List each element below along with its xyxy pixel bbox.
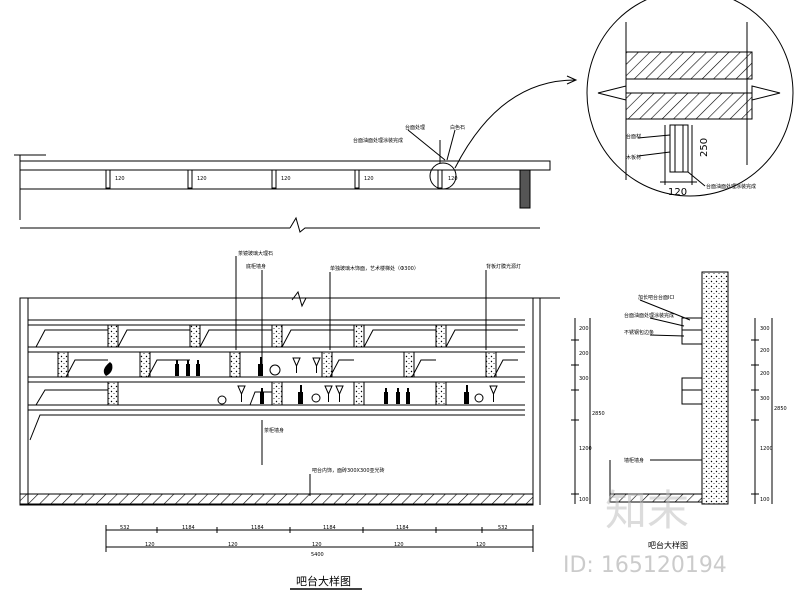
plan-dims: 120 120 120 120 120 <box>115 176 458 182</box>
watermark-id: ID: 165120194 <box>563 553 727 578</box>
front-elevation: 茶镜玻璃大理石 底柜墙身 单独玻璃木饰面，艺术楼梯处（Ф300） 背板灯膜光源灯… <box>19 250 560 558</box>
svg-text:吧台内饰，面砖300X300亚光砖: 吧台内饰，面砖300X300亚光砖 <box>312 467 385 474</box>
svg-text:120: 120 <box>115 176 125 182</box>
svg-text:300: 300 <box>579 376 589 382</box>
side-right-dims: 300 200 200 300 1200 100 2850 <box>751 318 787 504</box>
svg-text:200: 200 <box>760 348 770 354</box>
svg-text:茶镜玻璃大理石: 茶镜玻璃大理石 <box>238 250 273 257</box>
svg-text:120: 120 <box>145 542 155 548</box>
svg-text:不锈钢包边条: 不锈钢包边条 <box>624 329 654 336</box>
svg-text:台面处理: 台面处理 <box>405 124 425 131</box>
svg-text:300: 300 <box>760 396 770 402</box>
svg-text:120: 120 <box>228 542 238 548</box>
plan-view: 120 120 120 120 120 台面处理 白色石 台面油面处理涂装完成 <box>14 75 578 233</box>
detail-leader-curve <box>454 79 576 169</box>
svg-text:100: 100 <box>579 497 589 503</box>
svg-text:1184: 1184 <box>323 525 336 531</box>
svg-text:2850: 2850 <box>592 411 605 417</box>
svg-text:1184: 1184 <box>251 525 264 531</box>
stone-posts <box>57 324 497 406</box>
side-section-title: 吧台大样图 <box>648 540 688 550</box>
svg-text:1200: 1200 <box>760 446 773 452</box>
elevation-dimensions: 532 1184 1184 1184 1184 532 120 120 120 … <box>105 525 534 558</box>
watermark: 知末 ID: 165120194 <box>563 486 727 578</box>
svg-text:120: 120 <box>312 542 322 548</box>
svg-text:532: 532 <box>498 525 508 531</box>
svg-text:5400: 5400 <box>311 552 324 558</box>
svg-text:台面材: 台面材 <box>626 133 641 140</box>
svg-text:墙柜墙身: 墙柜墙身 <box>624 457 644 464</box>
svg-text:1184: 1184 <box>182 525 195 531</box>
svg-text:100: 100 <box>760 497 770 503</box>
detail-enlarged-view: 120 250 台面材 木板材 台面油面处理涂装完成 <box>586 0 794 198</box>
bottles-and-glasses <box>103 357 498 405</box>
svg-text:1184: 1184 <box>396 525 409 531</box>
plan-posts <box>105 169 443 189</box>
svg-text:120: 120 <box>448 176 458 182</box>
svg-text:120: 120 <box>197 176 207 182</box>
side-section-view: 200 200 300 1200 100 2850 300 200 200 30… <box>571 271 787 550</box>
drawing-title: 吧台大样图 <box>296 574 351 588</box>
svg-text:1200: 1200 <box>579 446 592 452</box>
svg-text:木板材: 木板材 <box>626 154 641 161</box>
svg-text:120: 120 <box>364 176 374 182</box>
svg-text:120: 120 <box>476 542 486 548</box>
plan-callouts: 台面处理 白色石 台面油面处理涂装完成 <box>353 124 465 163</box>
svg-text:120: 120 <box>668 187 687 198</box>
svg-text:200: 200 <box>579 326 589 332</box>
svg-text:茶柜墙身: 茶柜墙身 <box>264 427 284 434</box>
svg-text:背板灯膜光源灯: 背板灯膜光源灯 <box>486 263 521 270</box>
svg-text:台面油面处理涂装完成: 台面油面处理涂装完成 <box>624 312 674 319</box>
detail-reference-circle <box>429 162 457 190</box>
svg-text:120: 120 <box>394 542 404 548</box>
svg-text:300: 300 <box>760 326 770 332</box>
svg-text:台面油面处理涂装完成: 台面油面处理涂装完成 <box>706 183 756 190</box>
floor-hatch <box>19 493 534 505</box>
svg-text:2850: 2850 <box>774 406 787 412</box>
svg-text:532: 532 <box>120 525 130 531</box>
elevation-callouts: 茶镜玻璃大理石 底柜墙身 单独玻璃木饰面，艺术楼梯处（Ф300） 背板灯膜光源灯… <box>235 250 521 496</box>
svg-text:底柜墙身: 底柜墙身 <box>246 263 266 270</box>
watermark-logo: 知末 <box>605 486 689 535</box>
drawing-title-block: 吧台大样图 <box>290 574 362 590</box>
svg-text:200: 200 <box>579 351 589 357</box>
svg-text:单独玻璃木饰面，艺术楼梯处（Ф300）: 单独玻璃木饰面，艺术楼梯处（Ф300） <box>330 265 419 272</box>
side-left-dims: 200 200 300 1200 100 2850 <box>571 318 605 504</box>
svg-text:台面油面处理涂装完成: 台面油面处理涂装完成 <box>353 137 403 144</box>
side-callouts: 加长吧台台面ICI 台面油面处理涂装完成 不锈钢包边条 墙柜墙身 <box>624 294 702 464</box>
svg-text:200: 200 <box>760 371 770 377</box>
svg-text:250: 250 <box>699 138 710 157</box>
shelf-diagonals <box>29 329 525 441</box>
svg-text:白色石: 白色石 <box>450 124 465 131</box>
svg-text:加长吧台台面ICI: 加长吧台台面ICI <box>638 294 674 301</box>
svg-text:120: 120 <box>281 176 291 182</box>
